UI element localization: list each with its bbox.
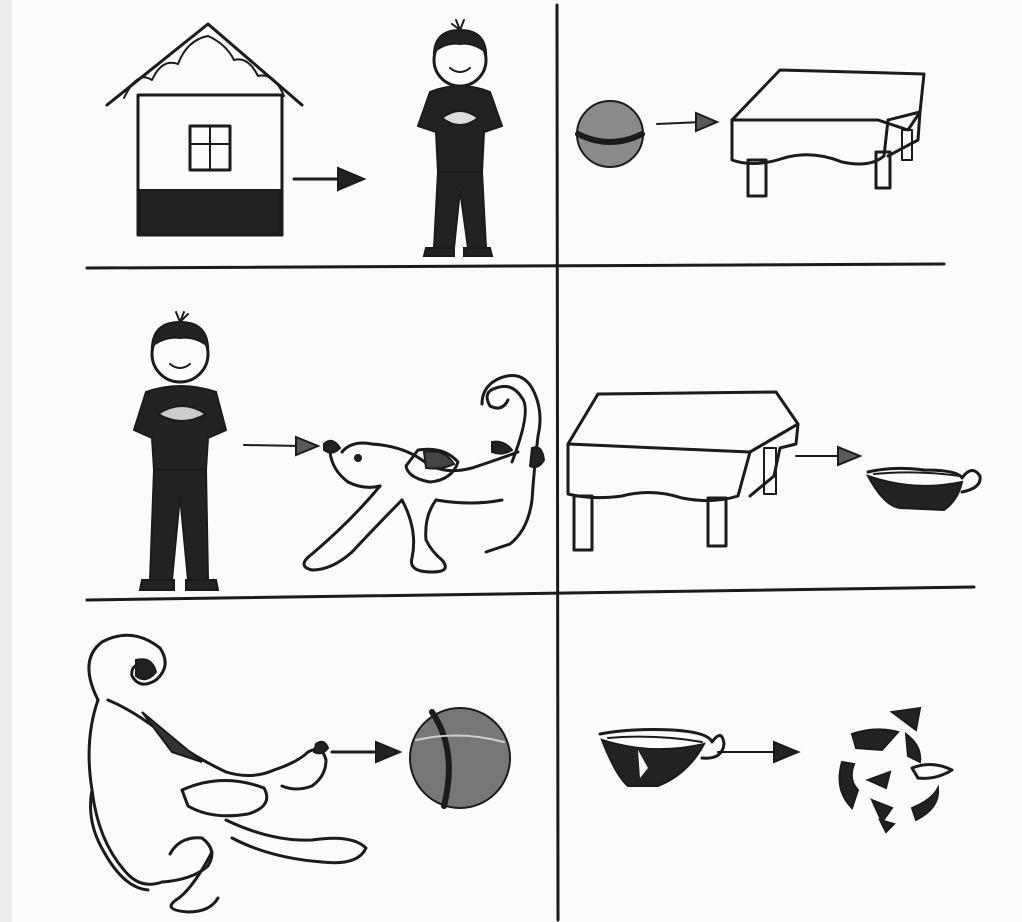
dog-drawing [304,376,544,573]
dog-drawing [89,635,366,912]
worksheet-page [12,0,1022,922]
table-drawing [732,70,924,196]
arrow-icon [718,742,798,762]
sequence-drawing [12,0,1022,922]
arrow-icon [332,742,400,762]
ball-drawing [577,101,643,167]
house-drawing [107,24,302,235]
panel-cup-to-shards [600,708,952,832]
panel-ball-to-table [577,70,924,196]
boy-figure [134,312,226,590]
panel-table-to-cup [568,392,980,550]
panel-boy-to-dog [134,312,544,590]
panel-house-to-boy [107,20,502,256]
arrow-icon [294,168,364,190]
cup-drawing [600,730,724,787]
table-drawing [568,392,798,550]
arrow-icon [796,447,860,465]
arrow-icon [657,113,717,131]
boy-figure [418,20,502,256]
broken-cup-shards [840,708,952,832]
cup-drawing [868,468,980,510]
ball-drawing [410,708,510,808]
arrow-icon [244,437,318,455]
panel-dog-to-ball [89,635,510,912]
